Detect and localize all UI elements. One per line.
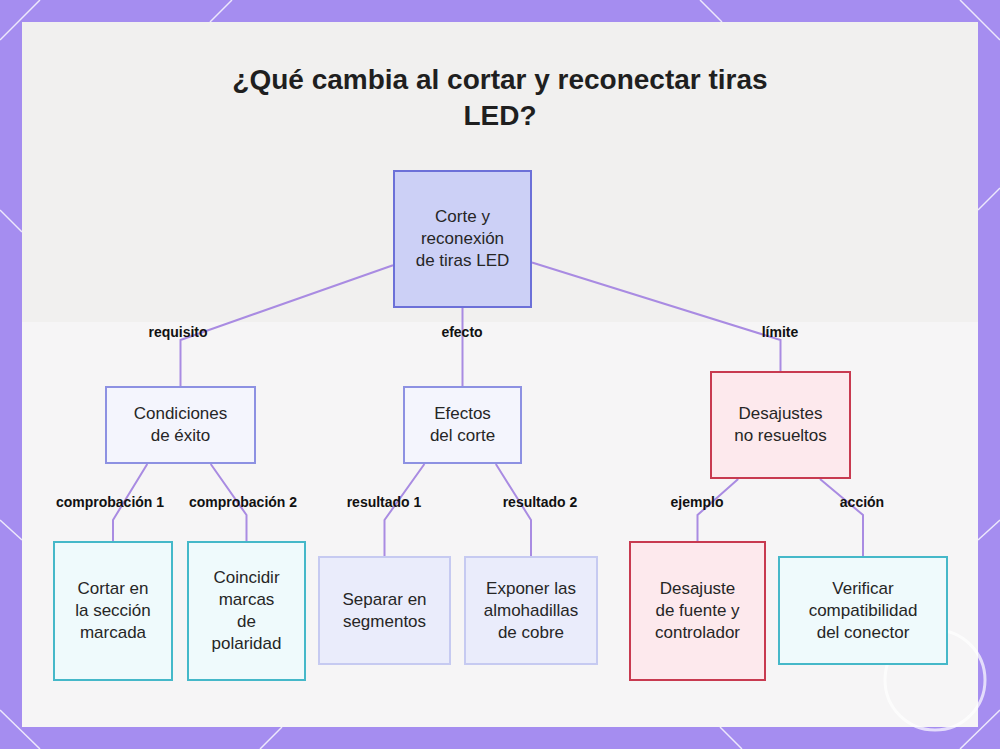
edge-label: resultado 1 [347,494,422,510]
connector-line [532,262,781,371]
panel [22,22,978,727]
node-label: Exponer las almohadillas de cobre [478,578,584,644]
connector-line [496,464,531,556]
connector-line [698,479,739,541]
edge-label: comprobación 2 [189,494,297,510]
edge-label: comprobación 1 [56,494,164,510]
result-box: Separar en segmentos [318,556,451,665]
node-label: Condiciones de éxito [125,403,237,447]
check-box: Coincidir marcas de polaridad [187,541,306,681]
edge-label: límite [762,324,799,340]
warning-box: Desajuste de fuente y controlador [629,541,766,681]
node-label: Desajustes no resueltos [733,403,829,447]
edge-label: ejemplo [671,494,724,510]
diagram-title: ¿Qué cambia al cortar y reconectar tiras… [220,62,780,134]
node-label: Desajuste de fuente y controlador [650,578,746,644]
edge-label: efecto [441,324,482,340]
node-label: Verificar compatibilidad del conector [799,578,927,644]
result-box: Exponer las almohadillas de cobre [464,556,598,665]
warning-box: Desajustes no resueltos [710,371,851,479]
category-box: Condiciones de éxito [105,386,256,464]
check-box: Cortar en la sección marcada [53,541,173,681]
connector-line [820,479,863,556]
blurred-photo [22,22,978,322]
category-box: Efectos del corte [403,386,522,464]
edge-label: resultado 2 [503,494,578,510]
connector-line [462,308,464,386]
node-label: Coincidir marcas de polaridad [208,567,286,655]
node-label: Separar en segmentos [334,589,436,633]
node-label: Corte y reconexión de tiras LED [413,206,513,272]
check-box: Verificar compatibilidad del conector [778,556,948,665]
root-box: Corte y reconexión de tiras LED [393,170,532,308]
connector-line [385,464,425,556]
edge-label: requisito [148,324,207,340]
node-label: Cortar en la sección marcada [69,578,157,644]
edge-label: acción [840,494,884,510]
node-label: Efectos del corte [422,403,504,447]
connector-line [181,265,394,386]
